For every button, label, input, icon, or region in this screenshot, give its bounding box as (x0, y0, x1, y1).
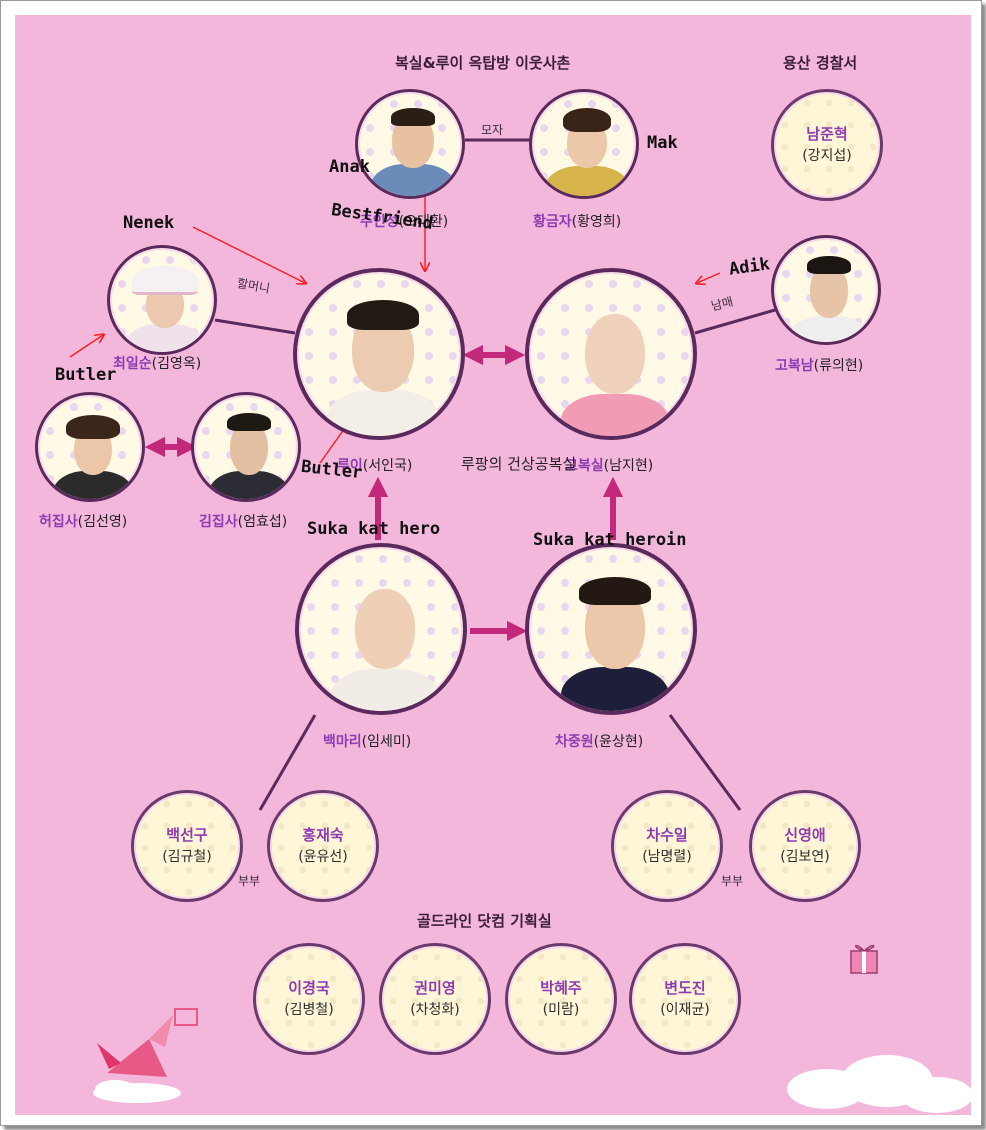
heo-portrait (35, 392, 145, 502)
nam-role: 남준혁 (806, 123, 847, 145)
relation-couple-left: 부부 (238, 872, 260, 889)
chasu-role: 차수일 (646, 824, 687, 846)
annotation-likes-hero: Suka kat hero (307, 519, 440, 539)
paper-crane-decoration (77, 1003, 227, 1103)
cha-label: 차중원(윤상현) (555, 731, 643, 751)
annotation-anak: Anak (329, 157, 370, 177)
heo-label: 허집사(김선영) (39, 511, 127, 531)
louis-portrait (293, 268, 465, 440)
shin-node: 신영애 (김보연) (749, 790, 861, 902)
kwon-role: 권미영 (414, 977, 455, 999)
goboknam-portrait (771, 235, 881, 345)
hong-role: 홍재숙 (302, 824, 343, 846)
relation-couple-right: 부부 (721, 872, 743, 889)
relation-mother-son: 모자 (481, 121, 503, 138)
baeksg-node: 백선구 (김규철) (131, 790, 243, 902)
cha-portrait (525, 543, 697, 715)
title-police: 용산 경찰서 (783, 52, 857, 73)
nam-actor: (강지섭) (802, 145, 852, 167)
gift-box-icon (845, 937, 885, 977)
boksil-portrait (525, 268, 697, 440)
lee-node: 이경국 (김병철) (253, 943, 365, 1055)
choi-label: 최일순(김영옥) (113, 353, 201, 373)
byun-role: 변도진 (664, 977, 705, 999)
shin-role: 신영애 (784, 824, 825, 846)
hong-actor: (윤유선) (298, 846, 348, 868)
baeksg-actor: (김규철) (162, 846, 212, 868)
hong-node: 홍재숙 (윤유선) (267, 790, 379, 902)
annotation-butler-top: Butler (55, 365, 116, 385)
chasu-node: 차수일 (남명렬) (611, 790, 723, 902)
boksil-label: 고복실(남지현) (565, 455, 653, 475)
hwang-label: 황금자(황영희) (533, 211, 621, 231)
relationship-chart: 복실&루이 옥탑방 이웃사촌 용산 경찰서 골드라인 닷컴 기획실 주인성(오대… (15, 15, 971, 1115)
hwang-portrait (529, 89, 639, 199)
park-actor: (미람) (543, 999, 580, 1021)
annotation-mak: Mak (647, 133, 678, 153)
kim-label: 김집사(엄효섭) (199, 511, 287, 531)
shin-actor: (김보연) (780, 846, 830, 868)
title-neighbors: 복실&루이 옥탑방 이웃사촌 (395, 52, 570, 73)
cloud-decoration (767, 1049, 971, 1115)
baeksg-role: 백선구 (166, 824, 207, 846)
park-node: 박혜주 (미람) (505, 943, 617, 1055)
title-planning: 골드라인 닷컴 기획실 (417, 910, 552, 931)
kim-portrait (191, 392, 301, 502)
annotation-nenek: Nenek (123, 213, 174, 233)
handwritten-note: 루팡의 건상공복실 (461, 453, 576, 474)
lee-actor: (김병철) (284, 999, 334, 1021)
choi-portrait (107, 245, 217, 355)
chasu-actor: (남명렬) (642, 846, 692, 868)
baekmari-label: 백마리(임세미) (323, 731, 411, 751)
park-role: 박혜주 (540, 977, 581, 999)
byun-actor: (이재균) (660, 999, 710, 1021)
byun-node: 변도진 (이재균) (629, 943, 741, 1055)
kwon-node: 권미영 (차청화) (379, 943, 491, 1055)
kwon-actor: (차청화) (410, 999, 460, 1021)
goboknam-label: 고복남(류의현) (775, 355, 863, 375)
baekmari-portrait (295, 543, 467, 715)
joo-portrait (355, 89, 465, 199)
annotation-likes-heroine: Suka kat heroin (533, 530, 687, 550)
nam-node: 남준혁 (강지섭) (771, 89, 883, 201)
lee-role: 이경국 (288, 977, 329, 999)
